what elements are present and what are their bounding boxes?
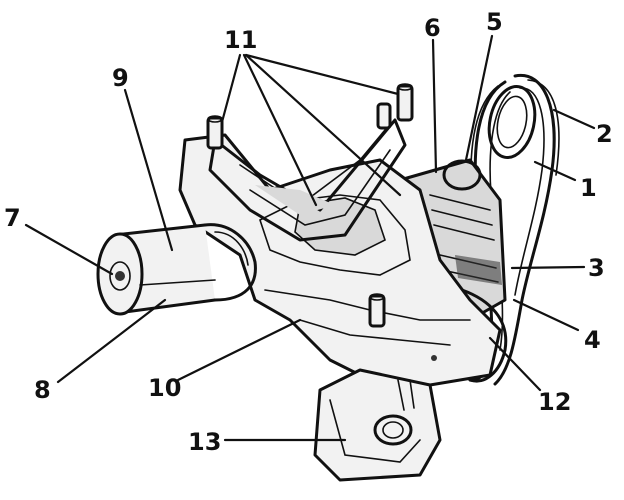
callout-13: 13: [188, 428, 221, 456]
leader-3: [510, 265, 586, 270]
leader-2: [552, 108, 596, 130]
callout-11: 11: [224, 26, 257, 54]
leader-5: [464, 34, 494, 162]
callout-10: 10: [148, 374, 181, 402]
leader-9: [123, 88, 174, 252]
callout-labels: 1 2 3 4 5 6 7 8 9 10 11 12 13: [4, 8, 613, 456]
leader-6: [431, 38, 438, 174]
leader-11-d: [244, 53, 402, 197]
callout-3: 3: [588, 254, 605, 282]
cylinder-unit: [96, 223, 257, 316]
leader-1: [533, 160, 577, 182]
upper-pulley: [487, 84, 537, 160]
leader-lines: [24, 34, 596, 442]
callout-12: 12: [538, 388, 571, 416]
callout-7: 7: [4, 204, 21, 232]
mounting-studs: [206, 83, 414, 328]
lower-pipe: [313, 368, 442, 482]
assembly-drawing: [96, 73, 560, 482]
leader-8: [56, 298, 167, 384]
callout-8: 8: [34, 376, 51, 404]
upper-bracket: [208, 118, 407, 242]
leader-7: [24, 223, 114, 276]
leader-11-a: [220, 53, 242, 124]
leader-4: [512, 298, 580, 332]
callout-9: 9: [112, 64, 129, 92]
leader-11-c: [242, 53, 318, 207]
leader-10: [176, 318, 302, 382]
callout-5: 5: [486, 8, 503, 36]
leader-12: [488, 336, 542, 392]
main-housing: [178, 133, 502, 387]
callout-6: 6: [424, 14, 441, 42]
callout-1: 1: [580, 174, 597, 202]
leader-11-b: [244, 53, 400, 96]
callout-4: 4: [584, 326, 601, 354]
callout-2: 2: [596, 120, 613, 148]
